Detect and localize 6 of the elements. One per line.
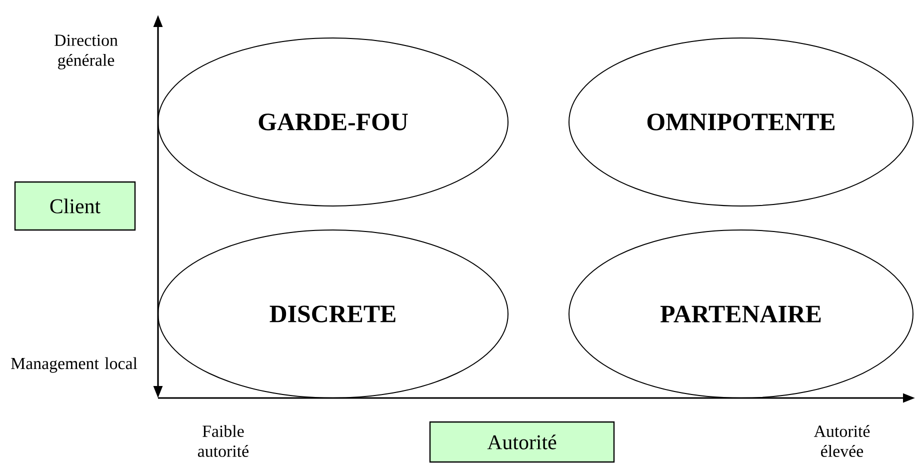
label-box: Client bbox=[14, 181, 136, 231]
axis-label: Faible autorité bbox=[198, 425, 248, 457]
label-box: Autorité bbox=[429, 421, 615, 463]
axis-label: Management local bbox=[11, 357, 138, 373]
axis-label: Direction générale bbox=[54, 34, 118, 70]
axis-label: Autorité élevée bbox=[814, 425, 870, 457]
